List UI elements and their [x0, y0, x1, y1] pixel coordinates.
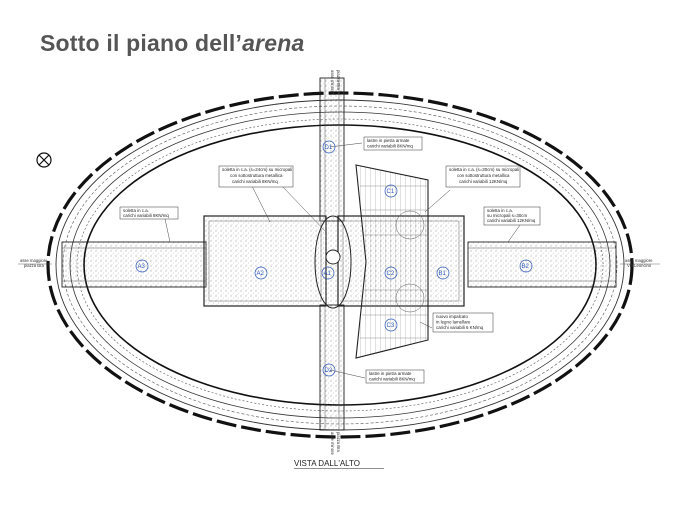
west-corridor — [61, 241, 207, 288]
note-right-b: con sottostruttura metallica — [457, 173, 510, 178]
note-north-b: carichi variabili 8KN/mq — [367, 144, 413, 149]
note-floor-a: nuovo impalcato — [436, 314, 469, 319]
zone-c1: C1 — [387, 189, 395, 195]
zone-a2: A2 — [257, 271, 265, 277]
zone-a1: A1 — [324, 271, 332, 277]
page-title: Sotto il piano dell’arena — [40, 30, 305, 56]
note-south-a: lastre in pietra armate — [369, 371, 412, 376]
note-floor-c: carichi variabili 6 KN/mq — [436, 325, 484, 330]
north-arrow-icon — [36, 152, 52, 168]
note-left-a: soletta in c.a. — [123, 208, 149, 213]
zone-a3: A3 — [138, 264, 146, 270]
note-far-right-a: soletta in c.a. — [487, 208, 513, 213]
axis-right-a: asse maggiore — [625, 258, 653, 263]
axis-top-a: asse minore — [330, 70, 335, 93]
zone-d2: D2 — [325, 368, 333, 374]
note-far-right-c: carichi variabili 12KN/mq — [487, 218, 536, 223]
note-center-b: con sottostruttura metallica — [230, 173, 283, 178]
axis-right-b: Via Leoncino — [627, 263, 652, 268]
central-well — [325, 249, 341, 265]
south-corridor — [319, 304, 345, 431]
axis-left-b: piazza Bra — [24, 263, 44, 268]
zone-b2: B2 — [522, 264, 530, 270]
axis-top-b: piazza Bra — [336, 70, 341, 90]
zone-d1: D1 — [325, 145, 333, 151]
note-far-right-b: su micropali s=30cm — [487, 213, 527, 218]
axis-left-a: asse maggiore — [20, 258, 48, 263]
note-center-a: soletta in c.a. (s=24cm) su micropali — [222, 167, 292, 172]
note-left-b: carichi variabili 8KN/mq — [123, 213, 169, 218]
note-south-b: carichi variabili 8KN/mq — [369, 377, 415, 382]
zone-c3: C3 — [387, 323, 395, 329]
axis-bottom-b: piazza Bra — [336, 432, 341, 452]
drawing-view-title: VISTA DALL'ALTO — [294, 459, 360, 468]
note-floor-b: in legno lamellare — [436, 320, 471, 325]
axis-bottom-a: asse minore — [330, 432, 335, 455]
central-west-slab — [203, 215, 327, 307]
note-right-c: carichi variabili 12KN/mq — [459, 179, 508, 184]
note-north-a: lastre in pietra armate — [367, 138, 410, 143]
note-center-c: carichi variabili 8KN/mq — [232, 179, 278, 184]
zone-c2: C2 — [387, 271, 395, 277]
zone-b1: B1 — [439, 271, 447, 277]
note-right-a: soletta in c.a. (s=30cm) su micropali — [449, 167, 519, 172]
east-corridor — [467, 241, 617, 288]
timber-deck — [355, 164, 429, 359]
